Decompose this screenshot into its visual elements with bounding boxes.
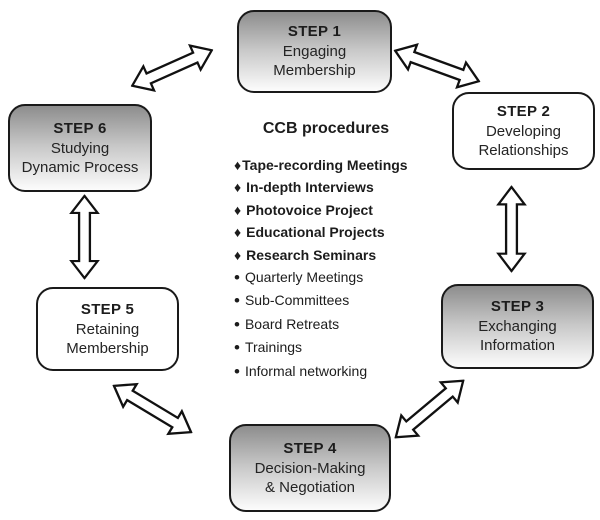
round-bullet-icon: • xyxy=(234,268,240,288)
step-3-label: STEP 3 xyxy=(490,298,545,315)
list-item-text: Board Retreats xyxy=(244,315,340,332)
list-item-text: Trainings xyxy=(244,339,303,356)
step-6-name-line: Dynamic Process xyxy=(21,158,139,176)
step-1-name-line: Engaging xyxy=(282,43,347,60)
round-bullet-icon: • xyxy=(234,291,240,311)
step-4-box: STEP 4 Decision-Making & Negotiation xyxy=(229,424,391,512)
step-5-box: STEP 5 Retaining Membership xyxy=(36,287,179,371)
step-4-name-line: Decision-Making xyxy=(254,459,366,477)
list-item-text: Photovoice Project xyxy=(246,201,373,218)
step-6-box: STEP 6 Studying Dynamic Process xyxy=(8,104,152,192)
list-item-text: Tape-recording Meetings xyxy=(242,157,408,173)
step-5-label: STEP 5 xyxy=(80,300,135,318)
double-arrow-icon-step6-step1 xyxy=(124,34,220,102)
step-2-box: STEP 2 Developing Relationships xyxy=(452,92,595,170)
diamond-bullet-icon: ♦ xyxy=(234,157,242,173)
list-item: ♦Research Seminars xyxy=(234,244,424,266)
list-item: ♦Tape-recording Meetings xyxy=(234,154,424,176)
list-item-text: Informal networking xyxy=(244,362,368,379)
round-bullet-icon: • xyxy=(234,361,240,381)
list-item-text: Quarterly Meetings xyxy=(244,269,364,286)
step-5-name-line: Retaining xyxy=(75,320,140,338)
center-heading: CCB procedures xyxy=(262,120,390,137)
round-bullet-icon: • xyxy=(234,314,240,334)
double-arrow-icon-step1-step2 xyxy=(388,34,486,97)
double-arrow-icon-step2-step3 xyxy=(495,185,529,273)
step-2-label: STEP 2 xyxy=(496,102,551,120)
step-4-label: STEP 4 xyxy=(283,439,337,457)
list-item-text: Educational Projects xyxy=(246,224,385,241)
list-item-text: Sub-Committees xyxy=(244,292,350,309)
step-1-label: STEP 1 xyxy=(287,23,342,40)
list-item: •Sub-Committees xyxy=(234,289,424,312)
step-3-name-line: Exchanging xyxy=(478,318,557,335)
list-item: ♦In-depth Interviews xyxy=(234,176,424,198)
step-1-box: STEP 1 Engaging Membership xyxy=(237,10,392,93)
double-arrow-icon-step3-step4 xyxy=(384,367,476,452)
step-2-name-line: Developing xyxy=(485,122,562,140)
step-3-box: STEP 3 Exchanging Information xyxy=(441,284,594,369)
list-item: ♦Photovoice Project xyxy=(234,199,424,221)
step-1-name-line: Membership xyxy=(273,62,356,79)
double-arrow-icon-step5-step6 xyxy=(68,194,102,280)
procedures-list: ♦Tape-recording Meetings ♦In-depth Inter… xyxy=(228,154,424,383)
list-item: •Informal networking xyxy=(234,360,424,383)
double-arrow-icon-step4-step5 xyxy=(104,370,201,447)
list-item: •Trainings xyxy=(234,336,424,359)
step-4-name-line: & Negotiation xyxy=(264,478,356,496)
diamond-bullet-icon: ♦ xyxy=(234,224,242,241)
list-item: •Quarterly Meetings xyxy=(234,266,424,289)
center-procedures-block: CCB procedures ♦Tape-recording Meetings … xyxy=(228,120,424,383)
diamond-bullet-icon: ♦ xyxy=(234,201,242,218)
step-3-name-line: Information xyxy=(479,337,556,354)
step-6-name-line: Studying xyxy=(50,139,110,157)
diamond-bullet-icon: ♦ xyxy=(234,179,242,196)
list-item: •Board Retreats xyxy=(234,313,424,336)
round-bullet-icon: • xyxy=(234,338,240,358)
step-2-name-line: Relationships xyxy=(478,141,569,159)
list-item-text: In-depth Interviews xyxy=(246,179,374,196)
step-6-label: STEP 6 xyxy=(53,119,107,137)
list-item-text: Research Seminars xyxy=(246,246,377,263)
diamond-bullet-icon: ♦ xyxy=(234,246,242,263)
list-item: ♦Educational Projects xyxy=(234,221,424,243)
step-5-name-line: Membership xyxy=(66,339,149,357)
